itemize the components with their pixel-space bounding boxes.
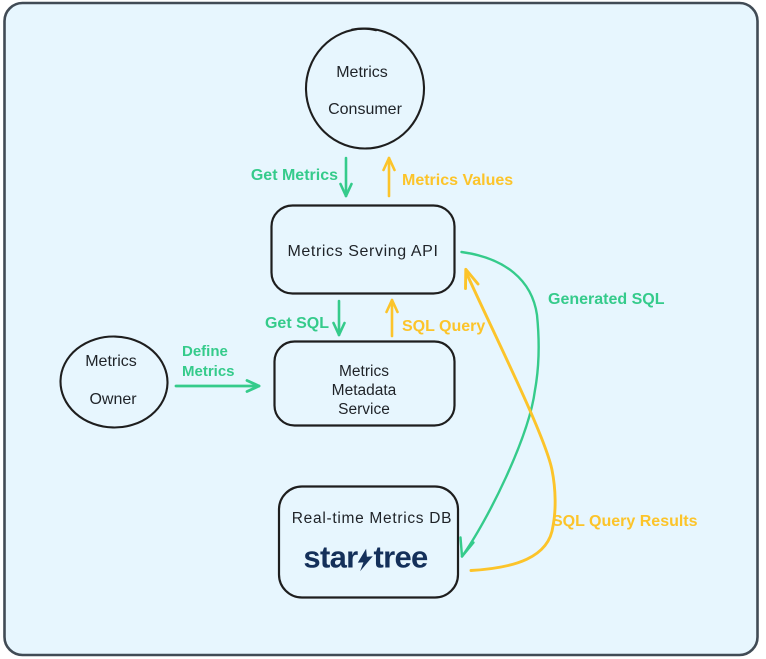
svg-text:Owner: Owner [89,391,137,408]
svg-text:Metrics Values: Metrics Values [402,172,513,189]
svg-text:Metrics: Metrics [85,353,137,370]
svg-text:Metrics: Metrics [336,64,388,81]
svg-text:Define: Define [182,343,228,360]
svg-text:Consumer: Consumer [328,101,402,118]
svg-text:Metrics: Metrics [339,363,389,380]
svg-text:Get SQL: Get SQL [265,315,329,332]
svg-text:Metrics Serving API: Metrics Serving API [287,243,438,260]
svg-text:Metrics: Metrics [182,363,235,380]
svg-text:Get Metrics: Get Metrics [251,167,338,184]
svg-text:Service: Service [338,401,390,418]
svg-text:tree: tree [374,540,429,575]
svg-text:SQL Query: SQL Query [402,318,485,335]
svg-text:star: star [303,540,358,575]
svg-text:Real-time Metrics DB: Real-time Metrics DB [292,510,452,527]
svg-text:SQL Query Results: SQL Query Results [552,513,698,530]
svg-text:Metadata: Metadata [332,382,397,399]
svg-text:Generated SQL: Generated SQL [548,291,665,308]
